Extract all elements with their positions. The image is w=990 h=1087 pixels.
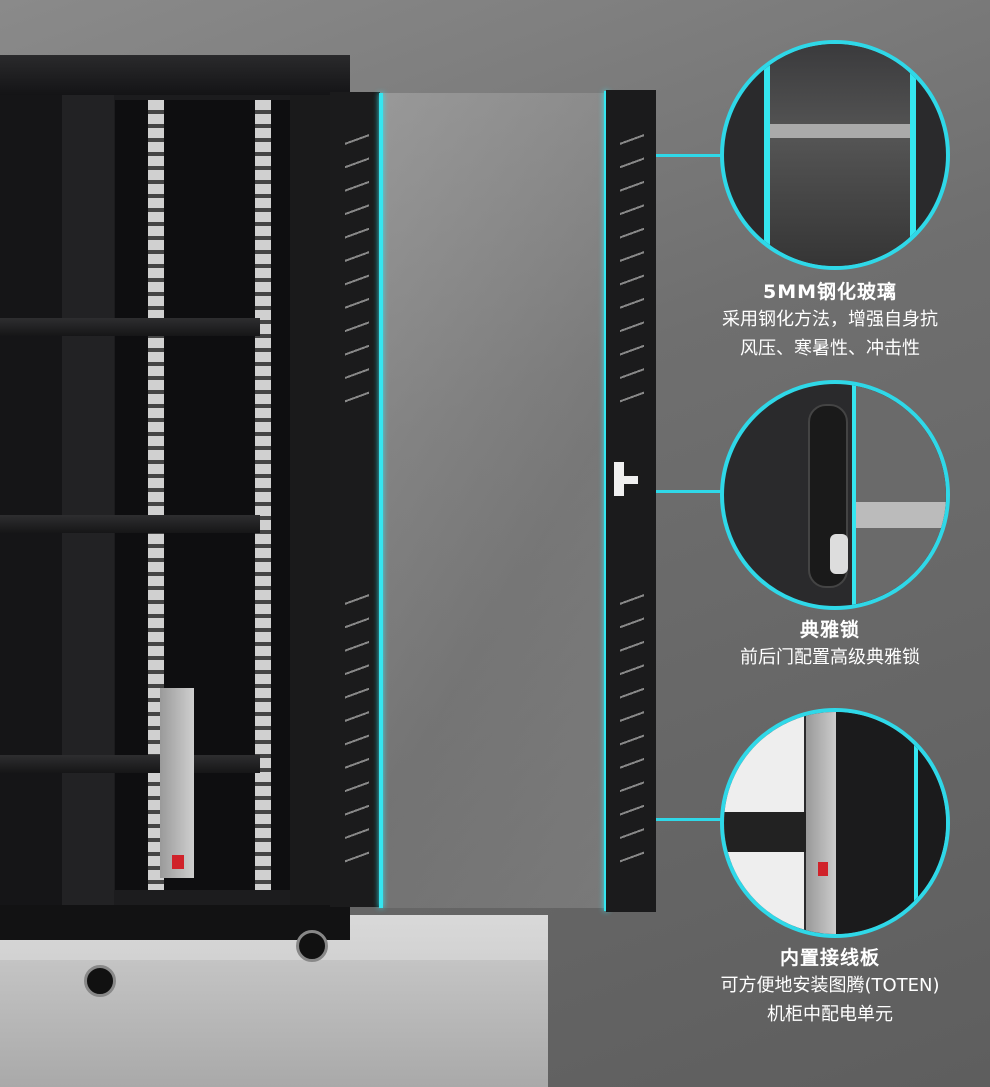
cabinet-shelf [0,515,260,533]
feature-title: 内置接线板 [779,947,880,969]
tempered-glass-detail-icon [720,40,950,270]
feature-title: 典雅锁 [799,619,860,641]
feature-caption-power-strip: 内置接线板 可方便地安装图腾(TOTEN) 机柜中配电单元 [695,945,965,1029]
feature-caption-glass: 5MM钢化玻璃 采用钢化方法，增强自身抗 风压、寒暑性、冲击性 [695,279,965,363]
floor-platform-edge [0,960,548,1087]
power-strip [160,688,194,878]
power-strip-detail-icon [720,708,950,938]
callout-line [656,818,722,821]
cabinet-door-frame [290,95,330,905]
tempered-glass-panel [380,93,608,908]
vent-slots-icon [345,590,369,870]
vent-slots-icon [620,590,644,870]
vent-slots-icon [345,130,369,410]
feature-description: 前后门配置高级典雅锁 [740,647,920,668]
power-switch-icon [172,855,184,869]
feature-caption-lock: 典雅锁 前后门配置高级典雅锁 [695,617,965,672]
caster-wheel-icon [296,930,328,962]
cabinet-shelf [0,755,260,773]
caster-wheel-icon [84,965,116,997]
callout-line [656,490,722,493]
vent-slots-icon [620,130,644,410]
feature-title: 5MM钢化玻璃 [762,281,898,303]
feature-description: 可方便地安装图腾(TOTEN) [720,975,940,996]
cabinet-top [0,55,350,95]
feature-description: 风压、寒暑性、冲击性 [740,338,920,359]
mounting-rail [255,100,271,890]
cabinet-base [0,905,350,940]
door-latch-icon[interactable] [606,458,642,500]
door-lock-detail-icon [720,380,950,610]
cabinet-side-panel [0,95,62,925]
feature-description: 机柜中配电单元 [767,1004,893,1025]
feature-description: 采用钢化方法，增强自身抗 [722,309,938,330]
cabinet-shelf [0,318,260,336]
cabinet-front-post [62,95,114,930]
callout-line [656,154,722,157]
glass-edge-highlight [379,93,383,908]
